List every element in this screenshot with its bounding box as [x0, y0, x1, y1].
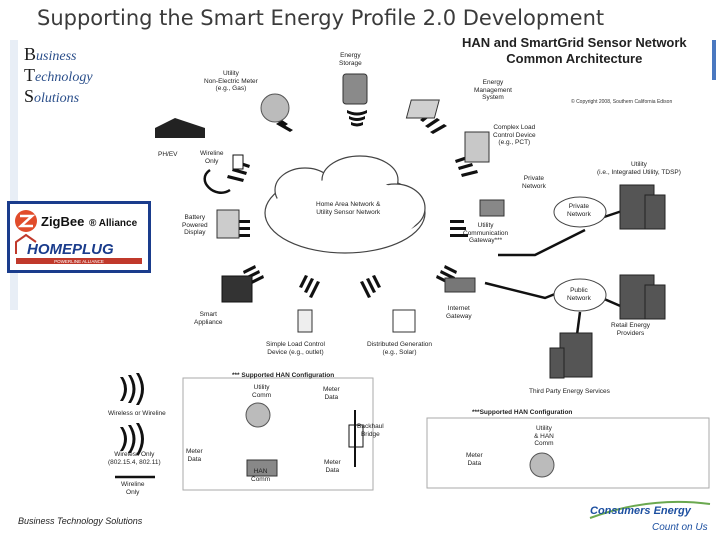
gas-meter-icon: [260, 93, 290, 123]
private-cloud: [553, 196, 607, 228]
right-accent-bar: [712, 40, 716, 80]
public-cloud: [553, 278, 607, 312]
architecture-diagram: [120, 30, 715, 492]
energy-storage-icon: [342, 73, 368, 105]
han-config1-box: [182, 377, 374, 491]
line-ucg-private: [498, 228, 586, 257]
legend-wireless-only: Wireless Only(802.15.4, 802.11): [108, 451, 161, 466]
zigbee-label: ZigBee: [41, 214, 84, 229]
line-gateway-public: [484, 281, 566, 300]
center-cloud: [264, 155, 426, 254]
internet-gateway-icon: [444, 277, 476, 293]
ems-laptop-icon: [405, 99, 440, 119]
partner-logos-box: ZigBee ® Alliance HOMEPLUG POWERLINE ALL…: [7, 201, 151, 273]
smart-appliance-icon: [221, 275, 253, 303]
retail-building-icon: [619, 274, 666, 320]
partner-logos: ZigBee ® Alliance HOMEPLUG POWERLINE ALL…: [15, 210, 142, 264]
bts-logo-text: Business Technology Solutions: [24, 44, 93, 107]
wireline-plug-icon: [232, 154, 244, 170]
label-third-party: Third Party Energy Services: [529, 388, 610, 395]
han-config2-box: [426, 417, 710, 489]
legend-graphics: [115, 373, 155, 479]
label-utility-integrated: Utility(i.e., Integrated Utility, TDSP): [597, 161, 681, 176]
third-party-building-icon: [549, 332, 593, 379]
solar-icon: [392, 309, 416, 333]
legend-wireless-or-wireline: Wireless or Wireline: [108, 410, 166, 417]
left-accent-bar: [10, 40, 18, 310]
battery-display-icon: [216, 209, 240, 239]
ce-tagline: Count on Us: [652, 522, 708, 533]
config2-meter-icon: [529, 452, 555, 478]
copyright-text: © Copyright 2008, Southern California Ed…: [571, 99, 673, 105]
complex-load-icon: [464, 131, 490, 163]
diagram-title: HAN and SmartGrid Sensor Network Common …: [462, 35, 687, 66]
footer-text: Business Technology Solutions: [18, 516, 143, 526]
ce-swoosh-icon: [589, 500, 711, 519]
wireless-wave-icons: [227, 110, 478, 298]
homeplug-house-icon: [15, 233, 37, 254]
homeplug-label: HOMEPLUG: [27, 241, 114, 258]
zigbee-suffix: ® Alliance: [89, 218, 138, 229]
outlet-icon: [297, 309, 313, 333]
homeplug-sub: POWERLINE ALLIANCE: [54, 259, 104, 264]
diagram-graphics: [120, 73, 710, 491]
han-config1-title: *** Supported HAN Configuration: [232, 372, 335, 379]
label-distributed-gen: Distributed Generation(e.g., Solar): [367, 341, 433, 356]
line-phev: [203, 168, 231, 194]
label-center-cloud: Home Area Network &Utility Sensor Networ…: [316, 201, 381, 216]
config1-han-icon: [246, 459, 278, 477]
label-phev: PH/EV: [158, 151, 178, 158]
consumers-energy-logo: Consumers Energy Count on Us: [586, 496, 716, 536]
page-title: Supporting the Smart Energy Profile 2.0 …: [37, 6, 605, 30]
config1-meter-icon: [245, 402, 271, 428]
utility-building-icon: [619, 184, 666, 230]
ucg-icon: [479, 199, 505, 217]
ce-name: Consumers Energy: [590, 505, 692, 517]
han-config2-title: ***Supported HAN Configuration: [472, 409, 573, 416]
phev-car-icon: [155, 118, 205, 138]
